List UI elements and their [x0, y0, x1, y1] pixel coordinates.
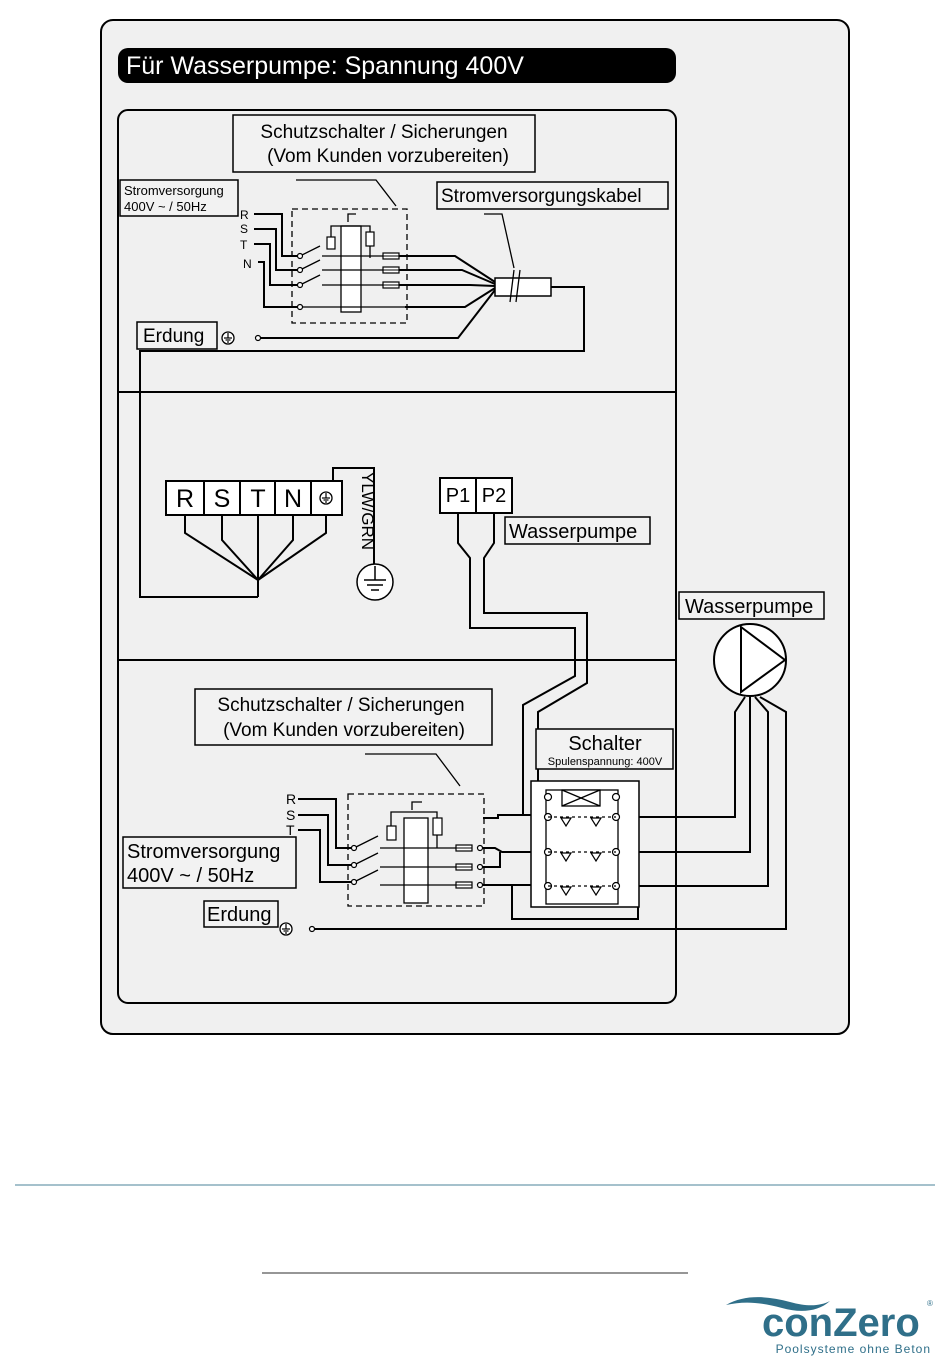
section-terminal-block: R S T N YLW/GRN P1 P2 Wasserpumpe [165, 467, 651, 816]
external-pump-label-box [678, 591, 825, 620]
phase-label-t: T [240, 238, 248, 252]
breaker2-label-line1: Schutzschalter / Sicherungen [217, 695, 464, 716]
pump-label: Wasserpumpe [509, 521, 637, 543]
terminal-t: T [250, 485, 265, 513]
supply2-label-line2: 400V ~ / 50Hz [127, 865, 254, 887]
phase2-label-r: R [286, 791, 296, 807]
pump-terminal-p1: P1 [446, 485, 470, 507]
breaker2-box [347, 793, 485, 907]
supply2-label-box [122, 836, 297, 889]
earth-wire-label: YLW/GRN [358, 472, 377, 550]
breaker-label-box [232, 114, 536, 173]
switch-label: Schalter [568, 733, 642, 755]
cable-label: Stromversorgungskabel [441, 186, 642, 207]
ground-icon [356, 563, 394, 601]
page-title: Für Wasserpumpe: Spannung 400V [126, 52, 524, 80]
terminal-s: S [214, 485, 231, 513]
brand-logo: conZero ® Poolsysteme ohne Beton [726, 1297, 933, 1356]
phase-label-r: R [240, 208, 249, 222]
power-cable [494, 277, 552, 297]
cable-label-box [436, 181, 669, 210]
earth2-label-box [203, 900, 279, 928]
breaker-label-line2: (Vom Kunden vorzubereiten) [267, 146, 509, 167]
supply2-label-line1: Stromversorgung [127, 841, 280, 863]
breaker2-label-line2: (Vom Kunden vorzubereiten) [223, 720, 465, 741]
earth-label-box [136, 321, 218, 350]
earth2-icon [279, 922, 293, 936]
switch-sublabel: Spulenspannung: 400V [548, 756, 663, 768]
phase-label-s: S [240, 222, 248, 236]
section-contactor-wiring: Schutzschalter / Sicherungen (Vom Kunden… [122, 688, 674, 936]
external-pump-label: Wasserpumpe [685, 596, 813, 618]
breaker-label-line1: Schutzschalter / Sicherungen [260, 122, 507, 143]
brand-tagline: Poolsysteme ohne Beton [776, 1342, 931, 1356]
breaker2-label-box [194, 688, 493, 746]
terminal-block [165, 480, 343, 516]
registered-icon: ® [927, 1299, 933, 1308]
earth-icon [221, 331, 235, 345]
logo-swoosh-icon [726, 1297, 830, 1311]
supply-label-box [119, 179, 239, 217]
external-pump: Wasserpumpe [312, 591, 825, 930]
terminal-n: N [284, 485, 302, 513]
supply-label-line2: 400V ~ / 50Hz [124, 199, 207, 214]
switch-label-box [535, 728, 674, 770]
phase-label-n: N [243, 257, 252, 271]
inner-panel [117, 109, 677, 1004]
pump-label-box [504, 516, 651, 545]
terminal-earth-icon [319, 491, 333, 505]
section-supply-wiring: Schutzschalter / Sicherungen (Vom Kunden… [119, 114, 669, 598]
earth-label: Erdung [143, 326, 204, 347]
pump-terminal-p2: P2 [482, 485, 506, 507]
earth2-label: Erdung [207, 904, 272, 926]
supply-label-line1: Stromversorgung [124, 183, 224, 198]
phase2-label-t: T [286, 822, 295, 838]
breaker-box [291, 208, 408, 324]
title-bar: Für Wasserpumpe: Spannung 400V [118, 48, 676, 83]
phase2-label-s: S [286, 807, 295, 823]
brand-name: conZero [762, 1301, 920, 1345]
terminal-r: R [176, 485, 194, 513]
